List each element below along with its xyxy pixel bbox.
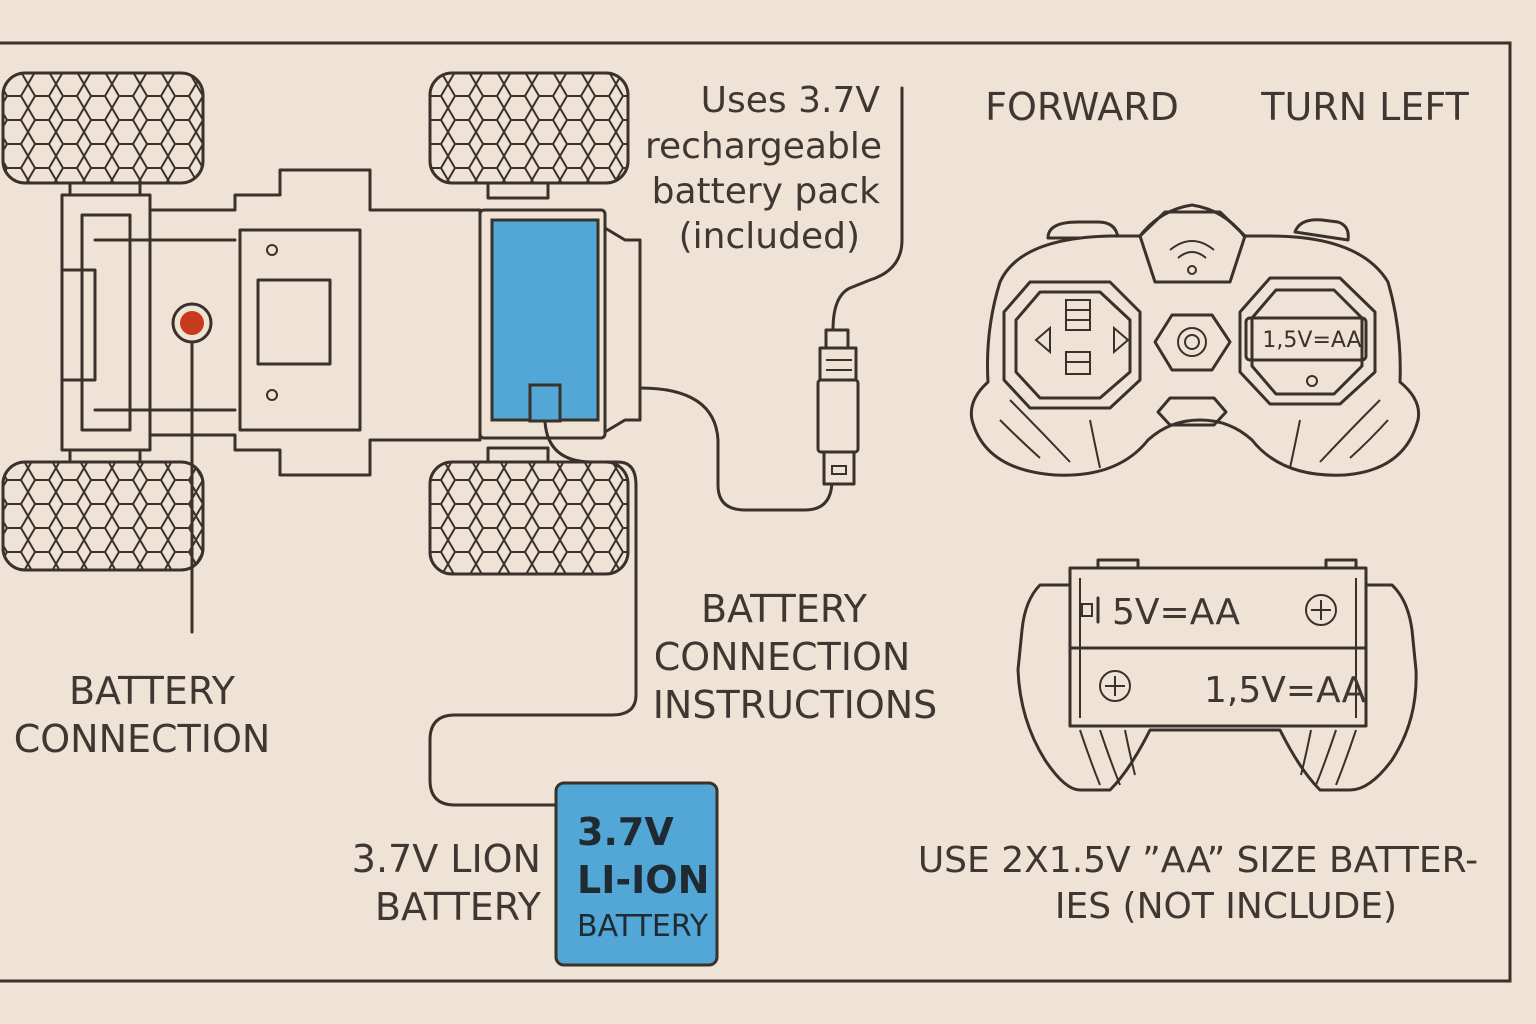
compartment-bottom-text: 1,5V=AA bbox=[1204, 670, 1367, 711]
uses-text-line4: (included) bbox=[679, 216, 860, 257]
remote-display bbox=[1244, 316, 1368, 362]
center-button bbox=[1153, 313, 1232, 372]
compartment-top-text: 5V=AA bbox=[1112, 592, 1240, 633]
wifi-icon bbox=[1169, 240, 1215, 275]
battery-connection-label-line2: CONNECTION bbox=[14, 717, 271, 761]
wheel-rear-left bbox=[428, 71, 630, 185]
charger-cable bbox=[831, 86, 904, 332]
remote-display-text: 1,5V=AA bbox=[1262, 328, 1361, 353]
uses-text-line3: battery pack bbox=[652, 171, 881, 212]
rc-car bbox=[1, 71, 642, 576]
usb-plug-icon bbox=[816, 328, 860, 486]
aa-note-line2: IES (NOT INCLUDE) bbox=[1055, 886, 1397, 927]
pack-label-line3: BATTERY bbox=[577, 909, 709, 944]
battery-plug bbox=[528, 383, 562, 423]
diagram-frame bbox=[0, 41, 1512, 983]
battery-connection-label-line1: BATTERY bbox=[69, 669, 236, 713]
pack-label-line1: 3.7V bbox=[577, 810, 674, 854]
uses-text-line1: Uses 3.7V bbox=[701, 80, 881, 121]
remote-control-back: 5V=AA 1,5V=AA bbox=[1016, 558, 1418, 792]
instructions-label-line3: INSTRUCTIONS bbox=[653, 683, 938, 727]
turn-left-label: TURN LEFT bbox=[1260, 85, 1469, 129]
red-dot-icon bbox=[180, 311, 204, 335]
left-arrow-icon bbox=[1034, 325, 1051, 355]
lion-battery-label-line1: 3.7V LION bbox=[352, 837, 541, 881]
pack-label-line2: LI-ION bbox=[577, 858, 709, 902]
lion-battery-label-line2: BATTERY bbox=[375, 885, 542, 929]
li-ion-battery-pack bbox=[554, 781, 719, 967]
plus-icon bbox=[1099, 670, 1131, 702]
pack-cable bbox=[428, 420, 638, 807]
right-shoulder-button bbox=[1293, 218, 1350, 242]
usb-cable bbox=[638, 386, 834, 512]
forward-label: FORWARD bbox=[985, 85, 1179, 129]
aa-note-line1: USE 2X1.5V ”AA” SIZE BATTER- bbox=[918, 840, 1478, 881]
wheel-rear-right bbox=[428, 460, 630, 576]
right-arrow-icon bbox=[1113, 325, 1130, 355]
plus-icon bbox=[1305, 594, 1337, 626]
wheel-front-left bbox=[1, 71, 205, 185]
instructions-label-line2: CONNECTION bbox=[654, 635, 911, 679]
wheel-front-right bbox=[1, 460, 205, 572]
uses-text-line2: rechargeable bbox=[645, 126, 882, 167]
instructions-label-line1: BATTERY bbox=[701, 587, 868, 631]
left-shoulder-button bbox=[1046, 220, 1120, 240]
remote-control-front: 1,5V=AA bbox=[969, 203, 1421, 477]
